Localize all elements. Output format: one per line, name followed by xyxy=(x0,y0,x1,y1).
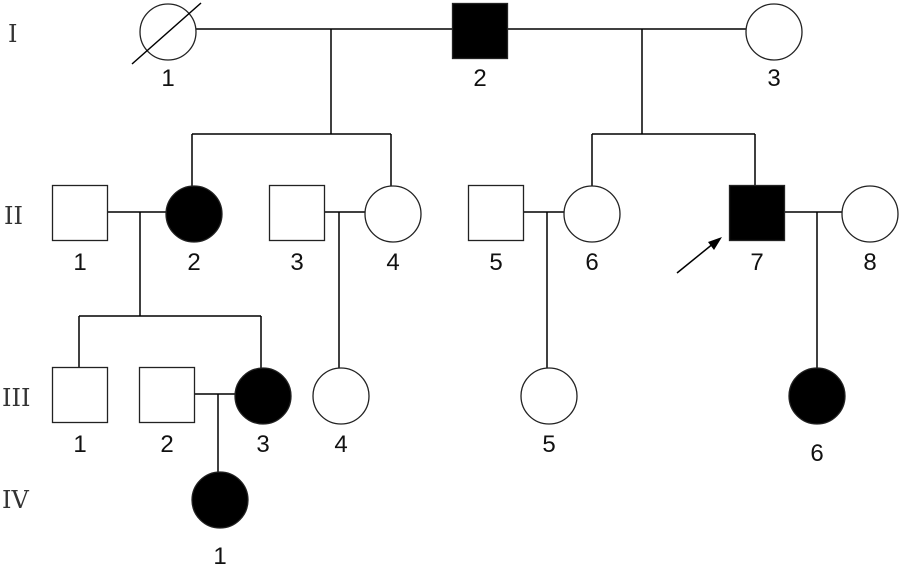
individual-iii-4: 4 xyxy=(312,367,370,458)
unaffected-female-circle-icon xyxy=(745,3,803,61)
generation-label-II: II xyxy=(4,202,23,230)
generation-label-I: I xyxy=(8,20,17,48)
individual-ii-5: 5 xyxy=(467,184,525,276)
affected-female-circle-icon xyxy=(165,185,223,243)
individual-ii-2: 2 xyxy=(165,185,223,276)
unaffected-male-square-icon xyxy=(51,366,109,424)
generation-label-IV: IV xyxy=(2,486,29,514)
individual-ii-1: 1 xyxy=(51,184,109,276)
unaffected-male-square-icon xyxy=(467,184,525,242)
individual-ii-7: 7 xyxy=(728,184,786,276)
affected-female-circle-icon xyxy=(788,367,846,425)
individual-i-1: 1 xyxy=(131,2,202,92)
individual-label: 4 xyxy=(386,249,399,276)
individual-label: 4 xyxy=(334,431,347,458)
unaffected-male-square-icon xyxy=(138,366,196,424)
unaffected-male-square-icon xyxy=(268,184,326,242)
individual-i-2: 2 xyxy=(451,2,509,92)
individual-ii-6: 6 xyxy=(563,185,621,276)
individual-iv-1: 1 xyxy=(191,471,249,569)
individual-label: 8 xyxy=(863,249,876,276)
individual-label: 3 xyxy=(767,65,780,92)
individual-label: 2 xyxy=(473,65,486,92)
individual-label: 2 xyxy=(160,431,173,458)
unaffected-female-circle-icon xyxy=(841,185,899,243)
individual-label: 7 xyxy=(750,249,763,276)
unaffected-female-circle-icon xyxy=(364,185,422,243)
individual-label: 1 xyxy=(213,543,226,569)
individual-ii-3: 3 xyxy=(268,184,326,276)
relationship-lines xyxy=(78,28,842,472)
individual-ii-8: 8 xyxy=(841,185,899,276)
individual-iii-2: 2 xyxy=(138,366,196,458)
unaffected-female-circle-icon xyxy=(312,367,370,425)
individual-ii-4: 4 xyxy=(364,185,422,276)
affected-female-circle-icon xyxy=(191,471,249,529)
individual-iii-3: 3 xyxy=(234,367,292,458)
generation-label-III: III xyxy=(2,384,30,412)
individual-label: 2 xyxy=(187,249,200,276)
individual-label: 1 xyxy=(161,65,174,92)
unaffected-male-square-icon xyxy=(51,184,109,242)
individual-label: 5 xyxy=(542,431,555,458)
individual-label: 6 xyxy=(810,440,823,467)
individuals: 1 2 3 1 2 3 4 5 6 7 8 1 2 3 4 5 6 1 xyxy=(51,2,899,569)
individual-label: 3 xyxy=(290,249,303,276)
individual-label: 5 xyxy=(489,249,502,276)
affected-male-square-icon xyxy=(451,2,509,60)
individual-label: 1 xyxy=(73,431,86,458)
proband-arrow-icon xyxy=(676,237,722,274)
affected-male-square-icon xyxy=(728,184,786,242)
individual-iii-1: 1 xyxy=(51,366,109,458)
unaffected-female-circle-icon xyxy=(563,185,621,243)
individual-iii-5: 5 xyxy=(520,367,578,458)
individual-i-3: 3 xyxy=(745,3,803,92)
individual-iii-6: 6 xyxy=(788,367,846,467)
individual-label: 1 xyxy=(73,249,86,276)
individual-label: 3 xyxy=(256,431,269,458)
deceased-slash-icon xyxy=(131,2,202,65)
unaffected-female-circle-icon xyxy=(520,367,578,425)
individual-label: 6 xyxy=(585,249,598,276)
affected-female-circle-icon xyxy=(234,367,292,425)
